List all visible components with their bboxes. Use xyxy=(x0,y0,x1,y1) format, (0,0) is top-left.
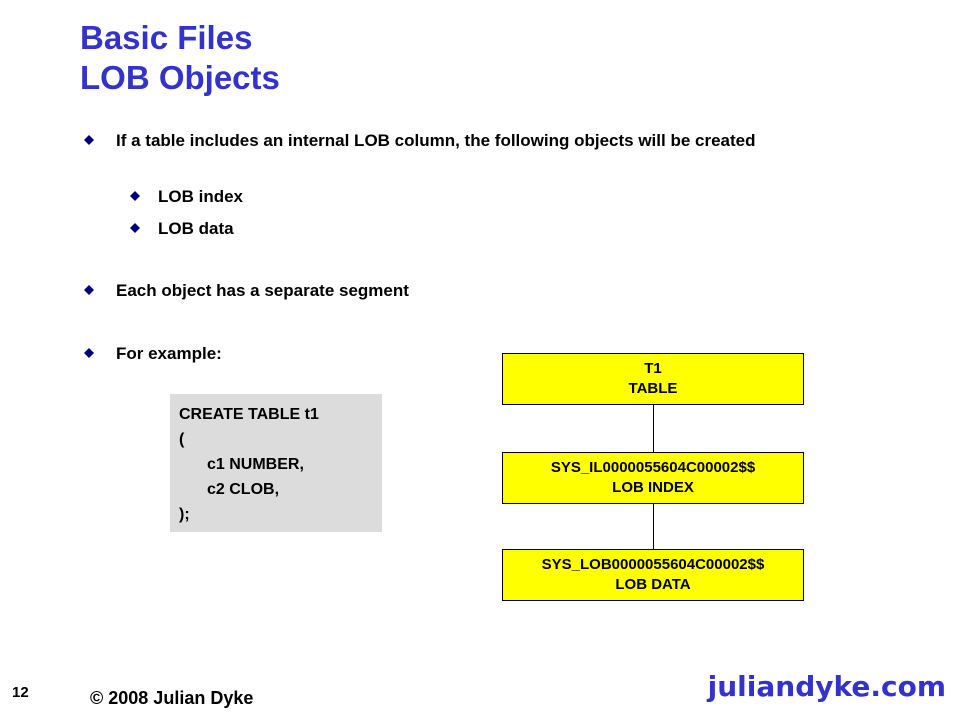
diamond-bullet-icon xyxy=(84,285,94,295)
bullet-text: Each object has a separate segment xyxy=(116,281,409,300)
node-type: TABLE xyxy=(628,380,678,397)
node-name: SYS_IL0000055604C00002$$ xyxy=(550,459,756,476)
diagram-node-lob-data: SYS_LOB0000055604C00002$$ LOB DATA xyxy=(502,549,804,601)
diagram-connector-index-data xyxy=(653,504,654,549)
bullet-for-example: For example: xyxy=(80,341,222,366)
slide-title-line-2: LOB Objects xyxy=(80,59,280,96)
node-type: LOB INDEX xyxy=(612,479,694,496)
diamond-bullet-icon xyxy=(84,348,94,358)
bullet-text: If a table includes an internal LOB colu… xyxy=(116,131,756,150)
diagram-connector-table-index xyxy=(653,405,654,452)
page-number: 12 xyxy=(12,684,29,701)
node-type: LOB DATA xyxy=(615,576,691,593)
code-line: c2 CLOB, xyxy=(207,481,280,498)
bullet-separate-segment: Each object has a separate segment xyxy=(80,278,409,303)
sub-bullet-lob-index: LOB index xyxy=(130,184,243,209)
code-line: ( xyxy=(179,431,185,448)
copyright-notice: © 2008 Julian Dyke xyxy=(90,688,254,708)
sub-bullet-text: LOB data xyxy=(158,219,234,238)
diamond-bullet-icon xyxy=(130,191,140,201)
diagram-node-lob-index: SYS_IL0000055604C00002$$ LOB INDEX xyxy=(502,452,804,504)
brand-logo-text: juliandyke.com xyxy=(707,670,946,703)
bullet-lob-column: If a table includes an internal LOB colu… xyxy=(80,128,860,153)
code-line: c1 NUMBER, xyxy=(207,456,304,473)
bullet-text: For example: xyxy=(116,344,222,363)
node-name: SYS_LOB0000055604C00002$$ xyxy=(541,556,765,573)
diamond-bullet-icon xyxy=(130,223,140,233)
diamond-bullet-icon xyxy=(84,135,94,145)
diagram-node-table: T1 TABLE xyxy=(502,353,804,405)
code-line: CREATE TABLE t1 xyxy=(179,406,319,423)
node-name: T1 xyxy=(644,360,662,377)
slide-title: Basic Files LOB Objects xyxy=(80,18,280,98)
slide-title-line-1: Basic Files xyxy=(80,19,253,56)
sub-bullet-text: LOB index xyxy=(158,187,244,206)
code-example-box: CREATE TABLE t1 ( c1 NUMBER, c2 CLOB, ); xyxy=(170,394,382,532)
sub-bullet-lob-data: LOB data xyxy=(130,216,234,241)
code-line: ); xyxy=(179,506,190,523)
